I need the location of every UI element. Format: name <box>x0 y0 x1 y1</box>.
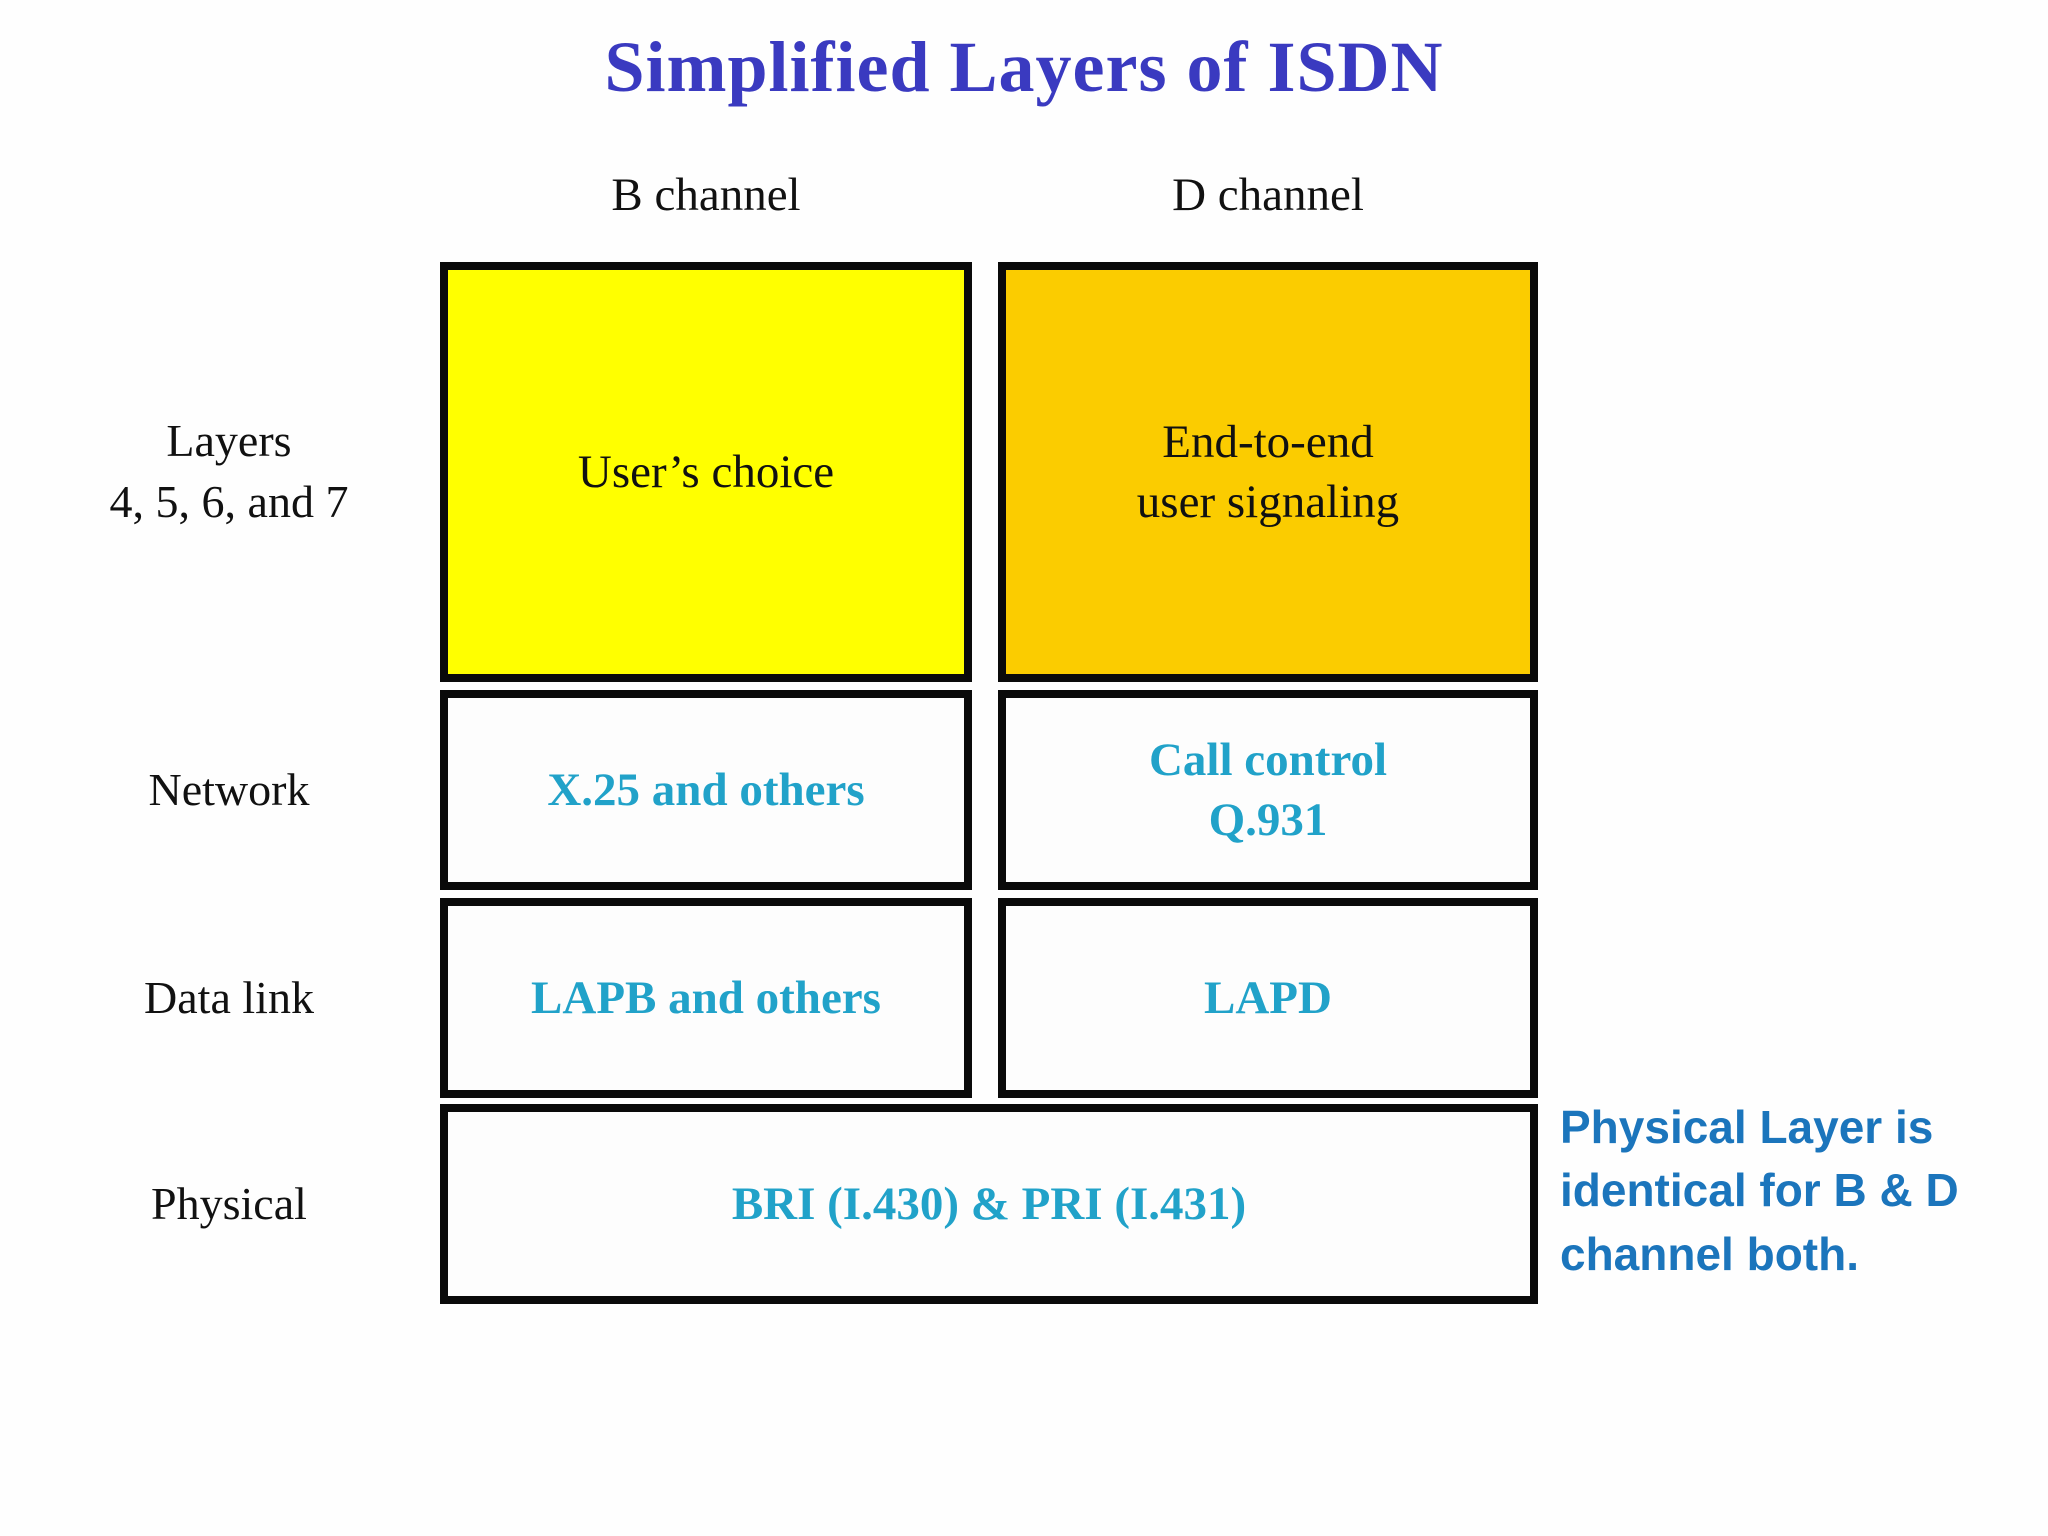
cell-text-end-to-end-signaling: End-to-end user signaling <box>1136 415 1400 528</box>
column-header-b-channel: B channel <box>611 169 801 221</box>
box-d-network-call-control: Call control Q.931 <box>998 690 1538 890</box>
cell-text-lapd: LAPD <box>1204 971 1332 1024</box>
row-label-data-link: Data link <box>144 971 314 1023</box>
cell-text-bri-pri: BRI (I.430) & PRI (I.431) <box>731 1177 1247 1230</box>
box-b-upper-users-choice: User’s choice <box>440 262 972 682</box>
row-label-physical: Physical <box>151 1177 307 1229</box>
row-label-network: Network <box>148 763 310 815</box>
cell-text-call-control-q931: Call control Q.931 <box>1148 733 1388 846</box>
box-b-network-x25: X.25 and others <box>440 690 972 890</box>
row-label-upper-layers: Layers 4, 5, 6, and 7 <box>109 415 349 527</box>
cell-text-users-choice: User’s choice <box>577 445 835 498</box>
box-b-data-link-lapb: LAPB and others <box>440 898 972 1098</box>
column-header-d-channel: D channel <box>1172 169 1364 221</box>
box-d-upper-end-to-end-signaling: End-to-end user signaling <box>998 262 1538 682</box>
box-d-data-link-lapd: LAPD <box>998 898 1538 1098</box>
physical-layer-note: Physical Layer is identical for B & D ch… <box>1560 1101 1959 1280</box>
cell-text-x25: X.25 and others <box>547 763 865 816</box>
page-title: Simplified Layers of ISDN <box>604 27 1444 107</box>
cell-text-lapb: LAPB and others <box>531 971 881 1024</box>
box-physical-bri-pri: BRI (I.430) & PRI (I.431) <box>440 1104 1538 1304</box>
